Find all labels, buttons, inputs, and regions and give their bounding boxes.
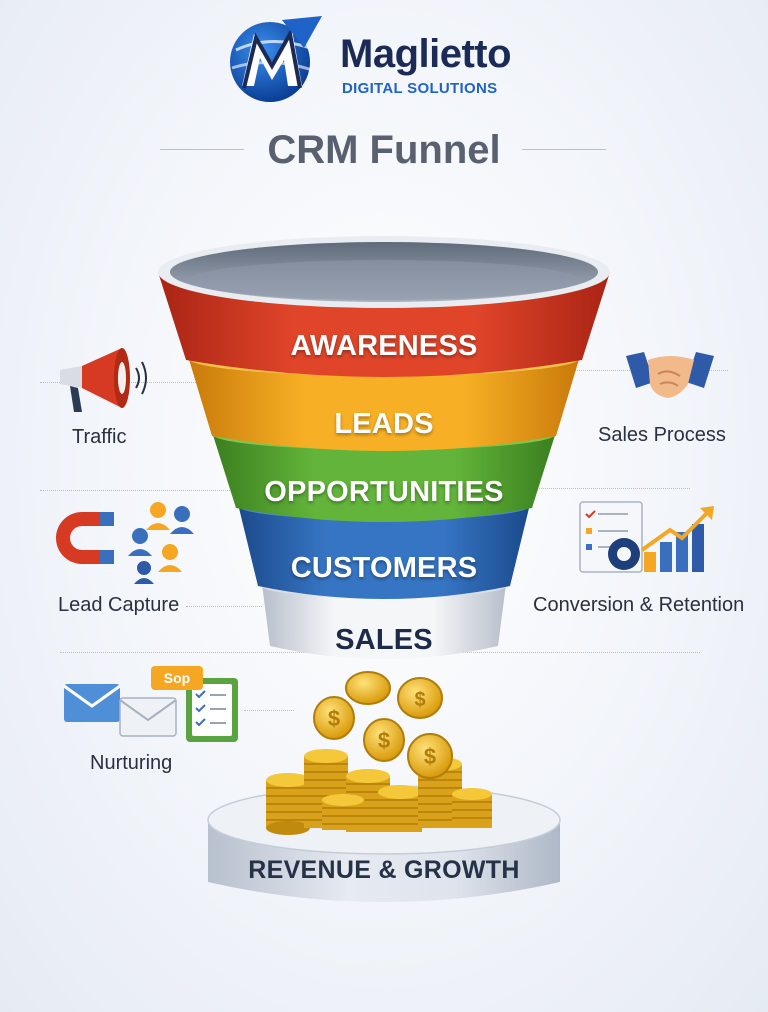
- stage-label-customers: CUSTOMERS: [290, 552, 478, 584]
- side-label-lead-capture: Lead Capture: [58, 594, 180, 616]
- handshake-icon: [626, 352, 714, 398]
- crm-funnel: [158, 236, 610, 659]
- growth-chart-icon: [579, 501, 714, 573]
- brand-header: Maglietto DIGITAL SOLUTIONS: [222, 12, 552, 108]
- guide-line: [244, 710, 294, 711]
- magnet-icon: [56, 502, 194, 584]
- stage-label-opportunities: OPPORTUNITIES: [264, 476, 504, 508]
- side-label-traffic: Traffic: [72, 426, 127, 448]
- stage-band-awareness: [158, 236, 610, 377]
- stage-label-leads: LEADS: [334, 408, 434, 440]
- brand-tagline: DIGITAL SOLUTIONS: [342, 80, 498, 97]
- guide-line: [40, 490, 240, 491]
- svg-text:$: $: [328, 706, 340, 731]
- side-label-sales-process: Sales Process: [598, 424, 726, 446]
- svg-text:$: $: [378, 728, 390, 753]
- title-rule-right: [522, 149, 606, 150]
- guide-line: [528, 488, 690, 489]
- brand-name: Maglietto: [340, 32, 512, 76]
- side-label-conversion-retention: Conversion & Retention: [533, 594, 745, 616]
- falling-coins: $ $ $ $: [313, 671, 453, 779]
- revenue-pedestal: $ $ $ $: [207, 671, 561, 902]
- title-rule-left: [160, 149, 244, 150]
- stage-label-awareness: AWARENESS: [290, 330, 478, 362]
- page-title: CRM Funnel: [267, 128, 501, 172]
- coin-stacks: [266, 749, 492, 835]
- email-icon: [63, 678, 238, 742]
- brand-logo-icon: [230, 16, 322, 102]
- svg-text:$: $: [414, 689, 425, 711]
- stage-label-sales: SALES: [335, 624, 433, 656]
- revenue-growth-label: REVENUE & GROWTH: [248, 856, 520, 884]
- guide-line: [186, 606, 262, 607]
- megaphone-icon: [60, 348, 147, 412]
- svg-text:$: $: [424, 744, 436, 769]
- sop-tag: Sop: [151, 666, 203, 690]
- side-label-nurturing: Nurturing: [90, 752, 173, 774]
